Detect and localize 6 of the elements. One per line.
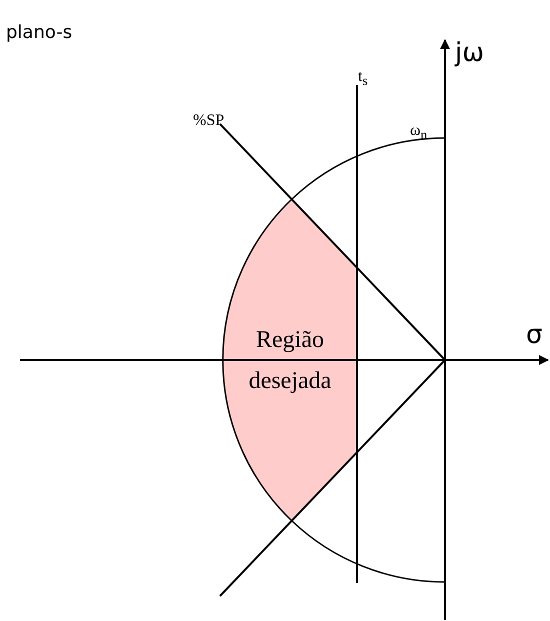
- axis-label: %SP: [193, 112, 224, 130]
- axis-label: t$_{s}$: [358, 68, 368, 90]
- axis-label: σ: [526, 320, 542, 350]
- region-label: Região desejada: [248, 326, 332, 396]
- diagram-title: plano-s: [6, 22, 72, 43]
- axis-label: jω: [455, 38, 484, 68]
